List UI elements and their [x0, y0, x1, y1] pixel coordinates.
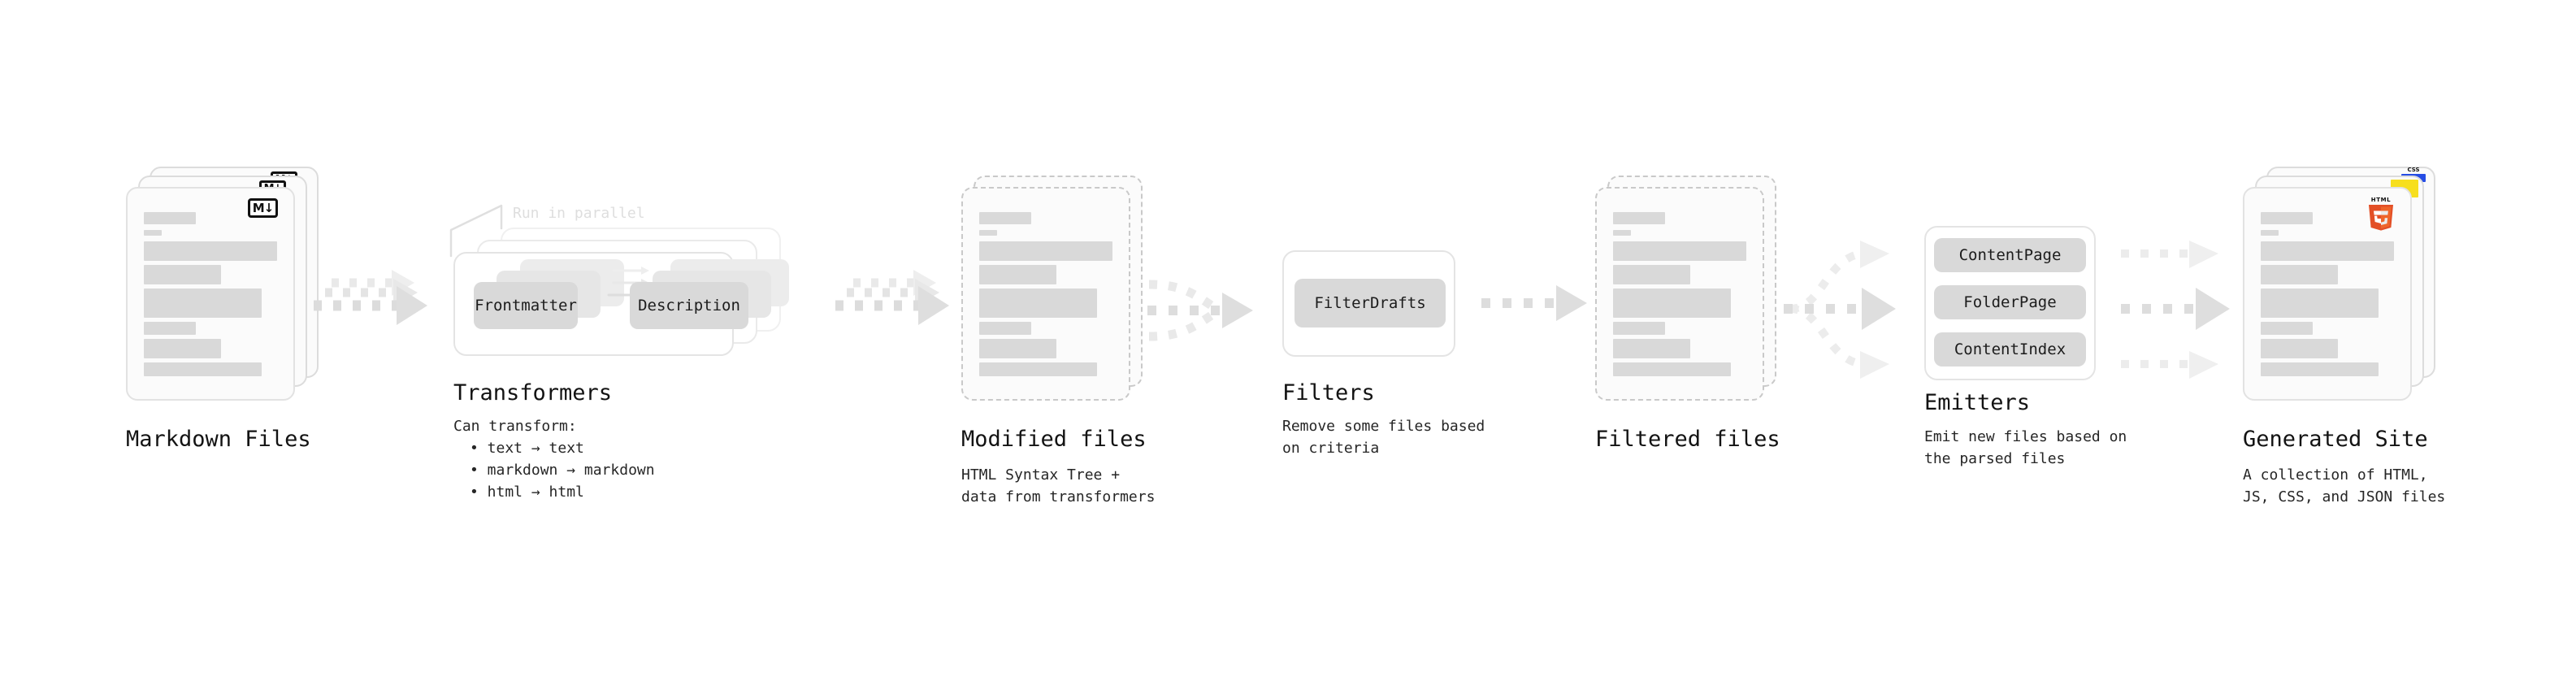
connector-filtered-to-emitters: [1776, 229, 1930, 388]
skeleton-bar: [2261, 362, 2379, 376]
transformer-pill-frontmatter[interactable]: Frontmatter: [474, 282, 578, 329]
skeleton-bar: [979, 362, 1097, 376]
css3-logo-label: CSS: [2407, 167, 2420, 173]
skeleton-bar: [1613, 288, 1731, 318]
connector-modified-to-filters: [1138, 258, 1284, 368]
transformers-bullet-1: • markdown → markdown: [470, 462, 655, 479]
skeleton-bar: [1613, 339, 1690, 358]
stage-title-generated-site: Generated Site: [2243, 427, 2428, 452]
triple-arrow-icon: [2121, 241, 2230, 379]
triple-parallel-arrow-icon: [314, 270, 427, 325]
triple-parallel-arrow-icon: [835, 270, 949, 325]
skeleton-bar: [2261, 288, 2379, 318]
document-card-filtered: [1595, 187, 1764, 401]
skeleton-bar: [979, 241, 1112, 261]
connector-transformers-to-modified: [829, 268, 967, 341]
skeleton-bar: [144, 288, 262, 318]
run-in-parallel-bracket-icon: [449, 204, 503, 258]
skeleton-bar: [2261, 241, 2394, 261]
connector-filters-to-filtered: [1475, 280, 1605, 329]
skeleton-bar: [2261, 339, 2338, 358]
skeleton-bar: [2261, 230, 2279, 236]
skeleton-bar: [144, 322, 196, 335]
skeleton-bar: [1613, 362, 1731, 376]
skeleton-bar: [2261, 212, 2313, 224]
skeleton-bar: [144, 339, 221, 358]
skeleton-bar: [144, 265, 221, 284]
skeleton-bar: [1613, 212, 1665, 224]
stage-generated-site: CSS HTML: [2243, 167, 2435, 401]
skeleton-bar: [1613, 230, 1631, 236]
skeleton-bar: [144, 241, 277, 261]
stage-filtered-files: [1595, 167, 1776, 401]
filter-pill-filterdrafts[interactable]: FilterDrafts: [1295, 279, 1446, 327]
stage-subtitle-modified-files: HTML Syntax Tree + data from transformer…: [961, 466, 1156, 505]
merge-arrow-icon: [1147, 280, 1253, 341]
svg-text:HTML: HTML: [2371, 197, 2391, 203]
html5-logo-icon: HTML: [2365, 194, 2397, 232]
single-arrow-icon: [1481, 285, 1587, 321]
stage-modified-files: [961, 167, 1143, 401]
skeleton-bar: [1613, 265, 1690, 284]
run-in-parallel-label: Run in parallel: [513, 205, 645, 222]
branch-arrow-icon: [1784, 241, 1896, 379]
stage-title-filtered-files: Filtered files: [1595, 427, 1780, 452]
skeleton-bar: [2261, 322, 2313, 335]
document-card-markdown: M↓: [126, 187, 295, 401]
transformers-bullet-0: • text → text: [470, 440, 584, 457]
skeleton-bar: [2261, 265, 2338, 284]
skeleton-bar: [979, 230, 997, 236]
stage-title-transformers: Transformers: [453, 380, 613, 406]
emitter-pill-contentpage[interactable]: ContentPage: [1934, 238, 2086, 272]
skeleton-bar: [979, 212, 1031, 224]
stage-title-modified-files: Modified files: [961, 427, 1147, 452]
skeleton-bar: [979, 339, 1056, 358]
markdown-logo-icon: M↓: [248, 198, 278, 218]
skeleton-bar: [979, 322, 1031, 335]
skeleton-bar: [1613, 241, 1746, 261]
emitter-pill-contentindex[interactable]: ContentIndex: [1934, 332, 2086, 367]
stage-subtitle-emitters: Emit new files based on the parsed files: [1924, 428, 2127, 467]
connector-emitters-to-site: [2113, 229, 2259, 388]
stage-subtitle-filters: Remove some files based on criteria: [1282, 418, 1485, 457]
document-card-generated-site: HTML: [2243, 187, 2412, 401]
transformer-pill-description[interactable]: Description: [630, 282, 748, 329]
stage-title-filters: Filters: [1282, 380, 1375, 406]
skeleton-bar: [979, 265, 1056, 284]
stage-title-markdown-files: Markdown Files: [126, 427, 311, 452]
stage-subtitle-transformers: Can transform:: [453, 418, 577, 435]
skeleton-bar: [979, 288, 1097, 318]
skeleton-bar: [144, 212, 196, 224]
stage-markdown-files: M↓ M↓ M↓: [126, 167, 319, 401]
skeleton-bar: [144, 362, 262, 376]
document-card-modified: [961, 187, 1130, 401]
stage-title-emitters: Emitters: [1924, 390, 2031, 415]
stage-subtitle-generated-site: A collection of HTML, JS, CSS, and JSON …: [2243, 466, 2446, 505]
transformers-bullet-2: • html → html: [470, 484, 584, 501]
skeleton-bar: [1613, 322, 1665, 335]
emitter-pill-folderpage[interactable]: FolderPage: [1934, 285, 2086, 319]
connector-markdown-to-transformers: [307, 268, 445, 341]
skeleton-bar: [144, 230, 162, 236]
